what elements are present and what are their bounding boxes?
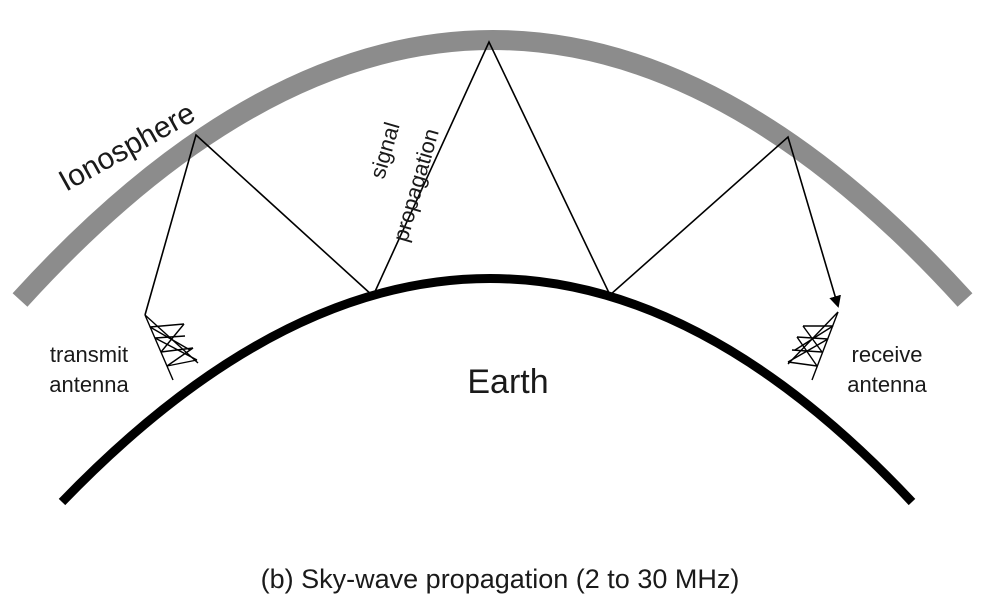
earth-surface <box>58 274 916 506</box>
receive-label-line1: receive <box>852 342 923 367</box>
signal-path <box>144 40 841 316</box>
diagram-caption: (b) Sky-wave propagation (2 to 30 MHz) <box>261 564 740 594</box>
transmit-label-line1: transmit <box>50 342 128 367</box>
transmit-antenna-icon <box>144 314 199 381</box>
receive-label-line2: antenna <box>847 372 927 397</box>
signal-label-line1: signal <box>365 119 405 181</box>
receive-antenna-icon <box>787 311 839 381</box>
earth-label: Earth <box>467 363 548 401</box>
transmit-label-line2: antenna <box>49 372 129 397</box>
ionosphere-band <box>12 30 973 307</box>
